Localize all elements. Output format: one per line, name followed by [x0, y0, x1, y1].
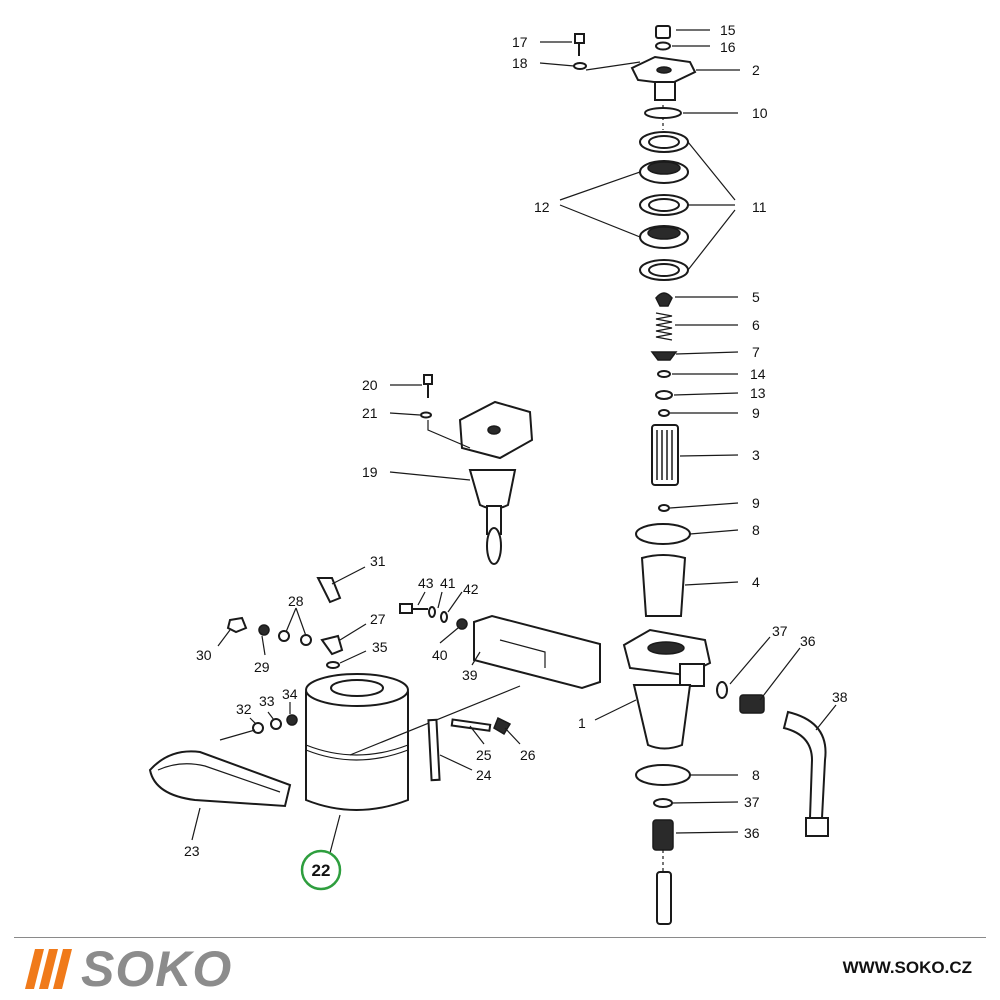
callout-label: 36 — [800, 633, 816, 649]
callout-label: 11 — [752, 199, 767, 215]
bracket-part — [473, 614, 601, 690]
callout-label: 2 — [752, 62, 760, 78]
callout-label: 5 — [752, 289, 760, 305]
bowl-part — [640, 554, 687, 617]
callout-label: 24 — [476, 767, 492, 783]
fitting-part — [652, 819, 674, 851]
callout-label: 39 — [462, 667, 478, 683]
brand-name: SOKO — [81, 941, 233, 997]
callout-label: 42 — [463, 581, 479, 597]
callout-label: 30 — [196, 647, 212, 663]
callout-label: 21 — [362, 405, 378, 421]
callout-label: 33 — [259, 693, 275, 709]
callout-label: 9 — [752, 495, 760, 511]
callout-label: 25 — [476, 747, 492, 763]
elbow-fitting-part — [320, 634, 344, 656]
callout-label: 16 — [720, 39, 736, 55]
o-ring-part — [644, 107, 682, 119]
o-ring-part — [635, 523, 691, 545]
left-tank-assembly — [148, 577, 601, 811]
callout-label: 36 — [744, 825, 760, 841]
callout-label: 29 — [254, 659, 270, 675]
callout-label: 23 — [184, 843, 200, 859]
clip-part — [650, 351, 678, 361]
callout-label: 18 — [512, 55, 528, 71]
filter-cartridge-part — [651, 424, 679, 486]
callout-label: 10 — [752, 105, 768, 121]
callout-label: 20 — [362, 377, 378, 393]
callout-label: 35 — [372, 639, 388, 655]
o-ring-part — [635, 764, 691, 786]
elbow-fitting-part — [316, 577, 342, 604]
highlighted-part-callout[interactable]: 22 — [300, 849, 342, 891]
washer-part — [573, 62, 587, 70]
callout-label: 37 — [744, 794, 760, 810]
callout-label: 28 — [288, 593, 304, 609]
callout-label: 8 — [752, 767, 760, 783]
callout-label: 7 — [752, 344, 760, 360]
fitting-part — [739, 694, 765, 714]
callout-label: 17 — [512, 34, 528, 50]
callout-label: 8 — [752, 522, 760, 538]
website-link[interactable]: WWW.SOKO.CZ — [842, 958, 972, 977]
callout-label: 6 — [752, 317, 760, 333]
bolt-part — [423, 374, 433, 385]
callout-label: 19 — [362, 464, 378, 480]
callout-label: 1 — [578, 715, 586, 731]
callout-label: 13 — [750, 385, 766, 401]
middle-pump-assembly — [420, 374, 534, 565]
logo-stripes-icon — [25, 949, 72, 989]
callout-label: 31 — [370, 553, 386, 569]
pipe-part — [782, 710, 827, 819]
callout-label: 40 — [432, 647, 448, 663]
callout-label: 9 — [752, 405, 760, 421]
callout-label: 14 — [750, 366, 766, 382]
strap-part — [148, 750, 292, 808]
callout-label: 27 — [370, 611, 386, 627]
callout-label: 3 — [752, 447, 760, 463]
callout-labels: 15 16 17 18 2 10 11 12 5 6 7 14 13 9 3 9… — [184, 22, 848, 859]
bolt-part — [574, 33, 585, 44]
right-filter-assembly — [573, 25, 829, 925]
washer-part — [655, 41, 671, 51]
soko-logo[interactable]: SOKO — [25, 941, 233, 997]
spring-part — [655, 312, 673, 341]
footer-divider — [14, 937, 986, 938]
callout-label: 37 — [772, 623, 788, 639]
plug-part — [655, 25, 671, 39]
callout-label: 32 — [236, 701, 252, 717]
pump-body-part — [468, 469, 517, 510]
callout-label: 41 — [440, 575, 456, 591]
exploded-parts-diagram: 15 16 17 18 2 10 11 12 5 6 7 14 13 9 3 9… — [148, 22, 848, 925]
valve-part — [655, 292, 673, 307]
callout-label: 12 — [534, 199, 550, 215]
callout-label: 34 — [282, 686, 298, 702]
callout-label: 26 — [520, 747, 536, 763]
leader-lines — [191, 29, 837, 854]
callout-label: 38 — [832, 689, 848, 705]
callout-label: 15 — [720, 22, 736, 38]
callout-label: 4 — [752, 574, 760, 590]
rod-part — [427, 718, 441, 782]
callout-label: 43 — [418, 575, 434, 591]
highlighted-part-label: 22 — [312, 861, 331, 880]
